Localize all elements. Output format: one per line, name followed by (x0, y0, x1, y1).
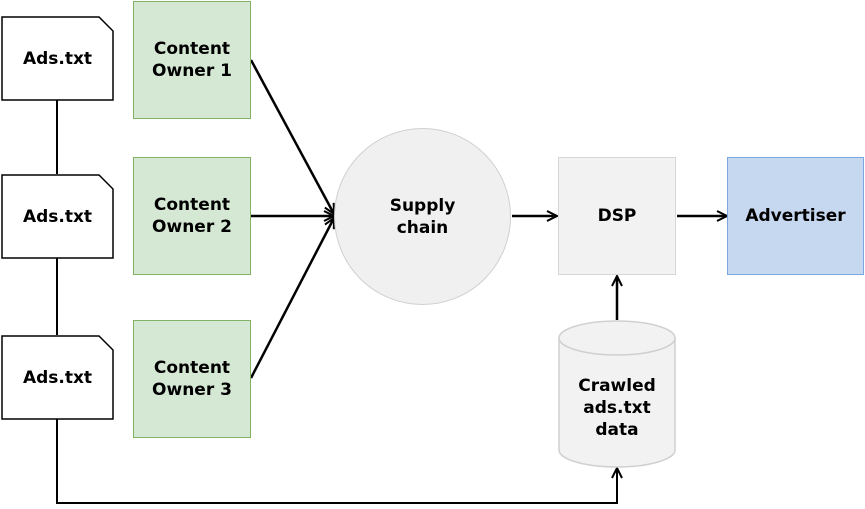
content-owner-2: Content Owner 2 (133, 157, 251, 275)
ads-txt-file-2-label: Ads.txt (22, 206, 93, 227)
ads-txt-file-3-label: Ads.txt (22, 367, 93, 388)
content-owner-1: Content Owner 1 (133, 1, 251, 119)
ads-txt-file-1-label: Ads.txt (22, 48, 93, 69)
arrow-file3-crawled (56, 419, 617, 504)
dsp-node: DSP (558, 157, 676, 275)
ads-txt-file-2: Ads.txt (1, 174, 114, 259)
arrow-owner3-supply (249, 218, 336, 379)
advertiser-node: Advertiser (727, 157, 864, 275)
content-owner-3: Content Owner 3 (133, 320, 251, 438)
ads-txt-file-3: Ads.txt (1, 335, 114, 420)
ads-txt-file-1: Ads.txt (1, 16, 114, 101)
crawled-data-label: Crawled ads.txt data (578, 376, 656, 440)
supply-chain-node: Supply chain (334, 128, 511, 305)
arrow-owner1-supply (249, 59, 336, 214)
crawled-data-store: Crawled ads.txt data (558, 320, 676, 468)
